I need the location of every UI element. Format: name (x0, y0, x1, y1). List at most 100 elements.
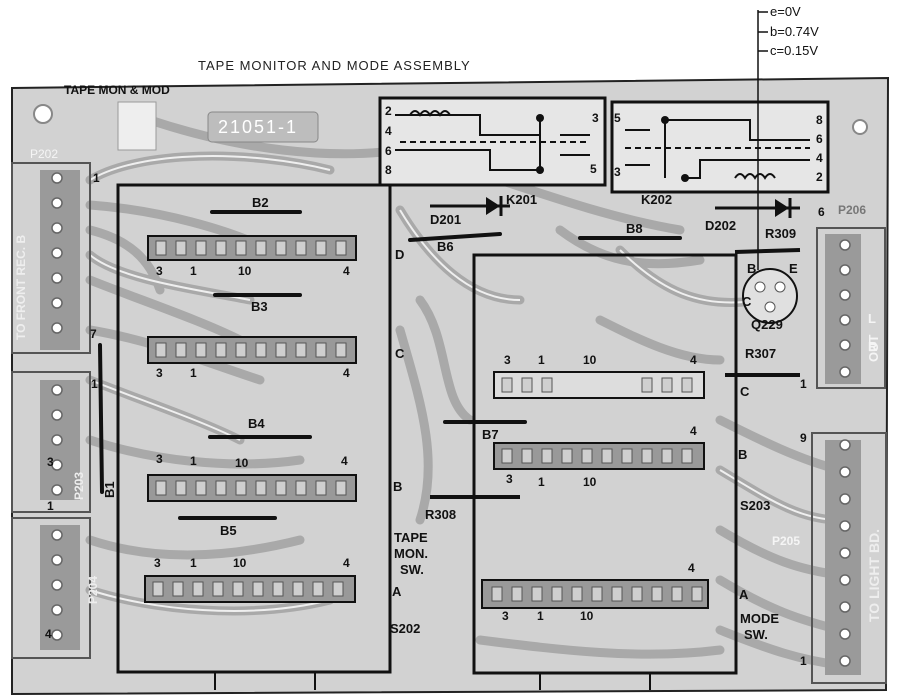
logo-block (117, 101, 157, 151)
k202-pin-4: 4 (816, 151, 823, 165)
k201-pin-8: 8 (385, 163, 392, 177)
pin-10: 10 (235, 456, 249, 470)
jumper-b5-label: B5 (220, 523, 237, 538)
switch-s202-desc-2: MON. (394, 546, 428, 561)
jumper-b8-label: B8 (626, 221, 643, 236)
pin-4: 4 (343, 264, 350, 278)
pin-4: 4 (341, 454, 348, 468)
p204-pin-4: 4 (45, 627, 52, 641)
row-letter-c-right: C (740, 384, 750, 399)
connector-p205-label: P205 (772, 534, 801, 548)
pin-4: 4 (690, 424, 697, 438)
row-letter-d-left: D (395, 247, 405, 262)
row-letter-a-left: A (392, 584, 402, 599)
p205-pin-9: 9 (800, 431, 807, 445)
connector-p206 (816, 227, 886, 389)
diagram-title: TAPE MONITOR AND MODE ASSEMBLY (198, 58, 471, 73)
pin-3: 3 (156, 366, 163, 380)
connector-p202-label: P202 (30, 147, 59, 161)
voltage-bracket (757, 10, 768, 270)
resistor-r307-label: R307 (745, 346, 777, 361)
pin-4: 4 (690, 353, 697, 367)
connector-p206-r: R (868, 339, 878, 354)
pin-4: 4 (343, 556, 350, 570)
switch-s202-label: S202 (390, 621, 421, 636)
k201-pin-6: 6 (385, 144, 392, 158)
jumper-b7-label: B7 (482, 427, 499, 442)
relay-k202-label: K202 (641, 192, 673, 207)
p203-pin-3: 3 (47, 455, 54, 469)
pin-3: 3 (154, 556, 161, 570)
switch-s202-desc-3: SW. (400, 562, 424, 577)
pin-1: 1 (190, 264, 197, 278)
p206-pin-1: 1 (800, 377, 807, 391)
mounting-hole-right (852, 119, 868, 135)
pin-1: 1 (190, 366, 197, 380)
k202-pin-5: 5 (614, 111, 621, 125)
right-pads (839, 239, 851, 667)
jumper-b2-label: B2 (252, 195, 269, 210)
pin-1: 1 (190, 556, 197, 570)
p202-pin-1: 1 (93, 171, 100, 185)
switch-s203-outline (472, 253, 738, 675)
row-letter-c-left: C (395, 346, 405, 361)
board-label: TAPE MON & MOD (64, 83, 170, 97)
p204-pin-1: 1 (47, 499, 54, 513)
p203-pin-1: 1 (91, 377, 98, 391)
pin-10: 10 (580, 609, 594, 623)
diode-d202-label: D202 (705, 218, 737, 233)
row-letter-a-right: A (739, 587, 749, 602)
jumper-b1-label: B1 (102, 481, 117, 498)
k201-pin-2: 2 (385, 104, 392, 118)
relay-k201-label: K201 (506, 192, 538, 207)
pin-3: 3 (156, 452, 163, 466)
connector-p205-desc: TO LIGHT BD. (866, 528, 882, 622)
diode-d201-label: D201 (430, 212, 462, 227)
k202-pin-6: 6 (816, 132, 823, 146)
k202-pin-2: 2 (816, 170, 823, 184)
pin-3: 3 (506, 472, 513, 486)
p205-pin-1: 1 (800, 654, 807, 668)
row-letter-b-left: B (393, 479, 403, 494)
relay-contacts (536, 114, 689, 182)
pin-1: 1 (538, 353, 545, 367)
k201-pin-5: 5 (590, 162, 597, 176)
resistor-r308-label: R308 (425, 507, 457, 522)
transistor-c-lead: C (742, 294, 752, 309)
pin-10: 10 (238, 264, 252, 278)
pin-10: 10 (233, 556, 247, 570)
resistor-r309-label: R309 (765, 226, 797, 241)
pin-10: 10 (583, 353, 597, 367)
switch-s202-desc-1: TAPE (394, 530, 428, 545)
pin-4: 4 (343, 366, 350, 380)
switch-feet (214, 672, 651, 690)
transistor-e-lead: E (789, 261, 798, 276)
connector-p202-desc: TO FRONT REC. B (14, 234, 28, 340)
pin-3: 3 (156, 264, 163, 278)
transistor-q229-symbol (742, 268, 798, 324)
pin-1: 1 (538, 475, 545, 489)
resistor-r309-symbol (734, 248, 801, 254)
pin-1: 1 (190, 454, 197, 468)
switch-s202-outline (116, 183, 392, 674)
mounting-hole-left (33, 104, 53, 124)
part-number-plate (207, 111, 319, 143)
pin-4: 4 (688, 561, 695, 575)
jumper-b4-label: B4 (248, 416, 265, 431)
diode-d201-symbol (430, 196, 510, 216)
relay-internals (395, 110, 810, 180)
connector-p206-l: L (868, 311, 876, 326)
k202-pin-3: 3 (614, 165, 621, 179)
k201-pin-4: 4 (385, 124, 392, 138)
part-number: 21051-1 (218, 117, 299, 137)
transistor-q229-label: Q229 (751, 317, 783, 332)
pin-3: 3 (504, 353, 511, 367)
pin-1: 1 (537, 609, 544, 623)
connector-p203-label: P203 (72, 471, 86, 500)
pin-10: 10 (583, 475, 597, 489)
jumper-b6-label: B6 (437, 239, 454, 254)
pin-3: 3 (502, 609, 509, 623)
voltage-b: b=0.74V (770, 24, 819, 39)
